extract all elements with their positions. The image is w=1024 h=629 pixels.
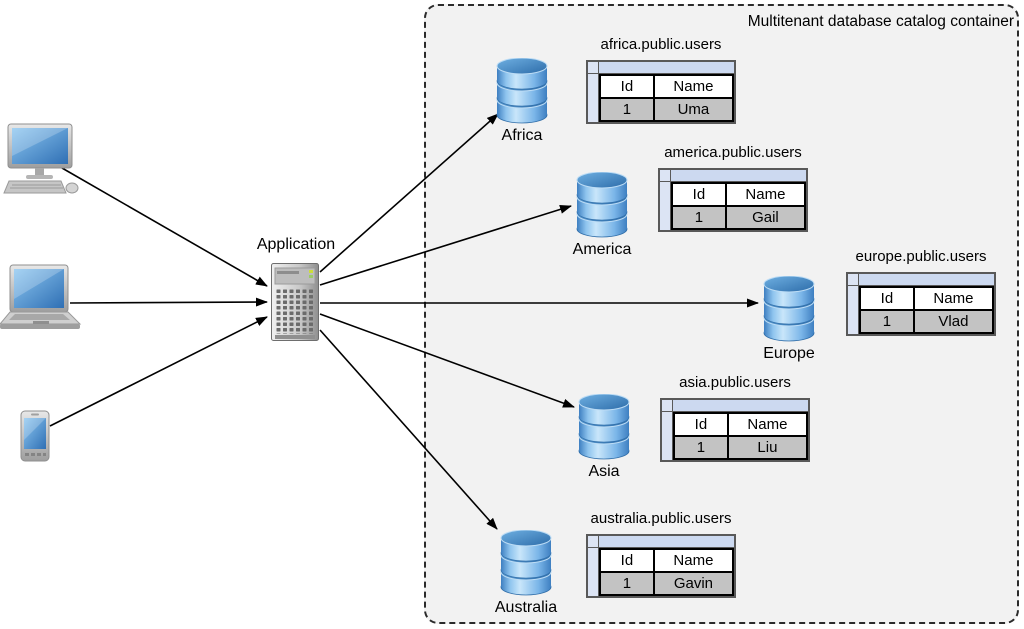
container-title: Multitenant database catalog container xyxy=(747,13,1014,30)
column-header-id: Id xyxy=(671,182,727,207)
europe-database-label: Europe xyxy=(763,345,815,362)
arrow-desktop-to-application xyxy=(61,167,268,287)
column-header-name: Name xyxy=(652,74,735,99)
cell-id: 1 xyxy=(599,97,655,122)
america-database-label: America xyxy=(572,241,632,258)
table-row-strip xyxy=(588,74,599,122)
europe-database-icon xyxy=(761,276,817,342)
column-header-name: Name xyxy=(726,412,809,437)
cell-id: 1 xyxy=(671,205,727,230)
australia-database-label: Australia xyxy=(494,599,558,616)
column-header-name: Name xyxy=(652,548,735,573)
cell-name: Liu xyxy=(726,435,809,460)
cell-name: Uma xyxy=(652,97,735,122)
table-corner-cell xyxy=(660,170,671,182)
cell-name: Vlad xyxy=(912,309,995,334)
table-top-strip xyxy=(599,536,734,548)
table-top-strip xyxy=(859,274,994,286)
column-header-id: Id xyxy=(673,412,729,437)
arrow-laptop-to-application xyxy=(69,297,268,307)
column-header-name: Name xyxy=(724,182,807,207)
europe-table-title: europe.public.users xyxy=(855,248,987,265)
application-label: Application xyxy=(256,236,336,253)
australia-table-title: australia.public.users xyxy=(590,510,732,527)
table-row-strip xyxy=(588,548,599,596)
table-corner-cell xyxy=(588,62,599,74)
column-header-name: Name xyxy=(912,286,995,311)
asia-table-title: asia.public.users xyxy=(679,374,791,391)
africa-database-label: Africa xyxy=(501,127,543,144)
africa-database-icon xyxy=(494,58,550,124)
america-table-title: america.public.users xyxy=(664,144,802,161)
asia-database-icon xyxy=(576,394,632,460)
table-top-strip xyxy=(599,62,734,74)
laptop-icon xyxy=(0,264,82,329)
table-row-strip xyxy=(660,182,671,230)
cell-id: 1 xyxy=(673,435,729,460)
table-top-strip xyxy=(671,170,806,182)
smartphone-icon xyxy=(20,410,50,462)
column-header-id: Id xyxy=(599,548,655,573)
desktop-computer-icon xyxy=(3,123,79,194)
table-corner-cell xyxy=(588,536,599,548)
table-row-strip xyxy=(662,412,673,460)
table-top-strip xyxy=(673,400,808,412)
column-header-id: Id xyxy=(599,74,655,99)
asia-database-label: Asia xyxy=(588,463,620,480)
table-corner-cell xyxy=(848,274,859,286)
arrow-smartphone-to-application xyxy=(49,316,268,427)
australia-database-icon xyxy=(498,530,554,596)
america-database-icon xyxy=(574,172,630,238)
cell-id: 1 xyxy=(599,571,655,596)
table-row-strip xyxy=(848,286,859,334)
cell-id: 1 xyxy=(859,309,915,334)
africa-table-title: africa.public.users xyxy=(600,36,722,53)
column-header-id: Id xyxy=(859,286,915,311)
cell-name: Gail xyxy=(724,205,807,230)
server-tower-icon xyxy=(271,263,319,341)
table-corner-cell xyxy=(662,400,673,412)
cell-name: Gavin xyxy=(652,571,735,596)
